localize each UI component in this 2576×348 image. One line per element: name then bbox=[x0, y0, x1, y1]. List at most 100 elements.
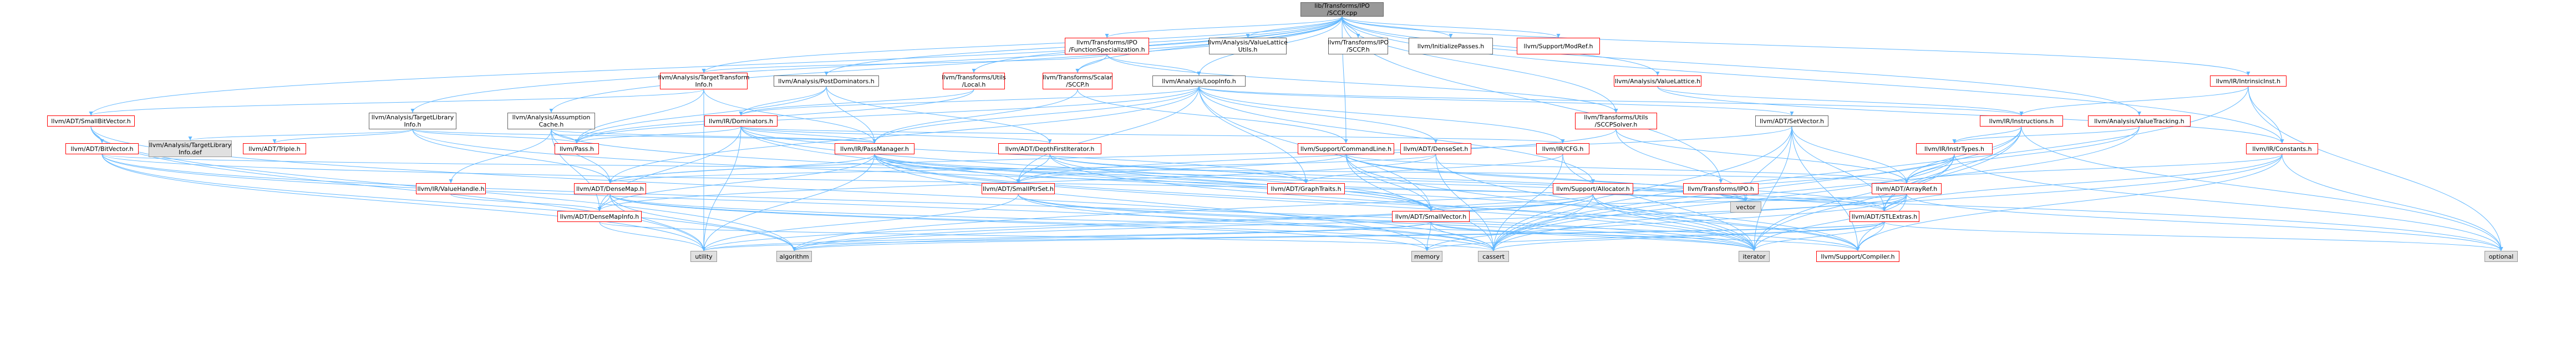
include-edge bbox=[1952, 126, 2022, 144]
include-edge bbox=[1198, 86, 1794, 116]
include-edge bbox=[1198, 86, 1438, 144]
node-stlextras[interactable]: llvm/ADT/STLExtras.h bbox=[1850, 211, 1919, 222]
node-densemap[interactable]: llvm/ADT/DenseMap.h bbox=[574, 183, 646, 194]
node-ipo-sccp[interactable]: llvm/Transforms/IPO /SCCP.h bbox=[1328, 38, 1389, 54]
include-edge bbox=[874, 154, 1756, 251]
include-edge bbox=[702, 194, 1019, 251]
node-loopinfo[interactable]: llvm/Analysis/LoopInfo.h bbox=[1152, 75, 1246, 87]
node-compiler[interactable]: llvm/Support/Compiler.h bbox=[1816, 251, 1899, 262]
include-edge bbox=[1342, 16, 1660, 76]
include-edge bbox=[1345, 154, 1433, 211]
include-edge bbox=[702, 221, 1431, 251]
node-cmdline[interactable]: llvm/Support/CommandLine.h bbox=[1298, 143, 1394, 154]
include-edge bbox=[1016, 154, 1347, 184]
include-edge bbox=[609, 194, 796, 251]
include-edge bbox=[1198, 86, 1308, 184]
include-edge bbox=[599, 221, 1496, 251]
node-bitvector[interactable]: llvm/ADT/BitVector.h bbox=[65, 143, 139, 154]
node-tti[interactable]: llvm/Analysis/TargetTransform Info.h bbox=[658, 73, 750, 89]
node-assumption[interactable]: llvm/Analysis/Assumption Cache.h bbox=[507, 113, 595, 129]
node-denseset[interactable]: llvm/ADT/DenseSet.h bbox=[1400, 143, 1471, 154]
include-edge bbox=[874, 154, 1433, 211]
node-valuehandle[interactable]: llvm/IR/ValueHandle.h bbox=[416, 183, 486, 194]
include-edge bbox=[1342, 16, 2284, 144]
node-root[interactable]: lib/Transforms/IPO /SCCP.cpp bbox=[1300, 2, 1384, 17]
node-allocator[interactable]: llvm/Support/Allocator.h bbox=[1553, 183, 1633, 194]
include-edge bbox=[89, 16, 1343, 116]
include-edge bbox=[1049, 154, 1433, 211]
include-edge bbox=[1593, 194, 1756, 251]
node-modref[interactable]: llvm/Support/ModRef.h bbox=[1517, 38, 1600, 54]
node-tli-def: llvm/Analysis/TargetLibrary Info.def bbox=[149, 140, 232, 157]
include-edge bbox=[1904, 126, 2140, 184]
node-graphtraits[interactable]: llvm/ADT/GraphTraits.h bbox=[1267, 183, 1345, 194]
include-edge bbox=[1593, 194, 1860, 251]
include-edge bbox=[1342, 16, 1348, 144]
include-edge bbox=[1491, 126, 2140, 251]
node-sccpsolver[interactable]: llvm/Transforms/Utils /SCCPSolver.h bbox=[1575, 113, 1657, 129]
node-initpasses[interactable]: llvm/InitializePasses.h bbox=[1409, 38, 1493, 54]
include-edge bbox=[872, 89, 1078, 144]
node-triple[interactable]: llvm/ADT/Triple.h bbox=[243, 143, 306, 154]
include-edge bbox=[1342, 16, 1618, 113]
node-postdom[interactable]: llvm/Analysis/PostDominators.h bbox=[774, 75, 879, 87]
include-edge bbox=[1342, 16, 2141, 116]
node-cassert: cassert bbox=[1478, 251, 1509, 262]
include-edge bbox=[1430, 221, 1496, 251]
include-edge bbox=[1246, 16, 1343, 38]
node-dominators[interactable]: llvm/IR/Dominators.h bbox=[704, 115, 778, 127]
include-edge bbox=[1018, 194, 1496, 251]
include-edge bbox=[1904, 154, 2283, 184]
include-edge bbox=[1856, 154, 2283, 251]
include-edge bbox=[1491, 154, 2283, 251]
include-edge bbox=[1884, 221, 2503, 251]
node-tu-local[interactable]: llvm/Transforms/Utils /Local.h bbox=[942, 73, 1006, 89]
node-smallbitvector[interactable]: llvm/ADT/SmallBitVector.h bbox=[47, 115, 135, 127]
node-densemapinfo[interactable]: llvm/ADT/DenseMapInfo.h bbox=[557, 211, 642, 222]
include-edge bbox=[874, 154, 1887, 211]
node-intrinsicinst[interactable]: llvm/IR/IntrinsicInst.h bbox=[2210, 75, 2287, 87]
node-scalar-sccp[interactable]: llvm/Transforms/Scalar /SCCP.h bbox=[1043, 73, 1112, 89]
node-cfg[interactable]: llvm/IR/CFG.h bbox=[1536, 143, 1589, 154]
include-edge bbox=[1430, 221, 1756, 251]
node-instrtypes[interactable]: llvm/IR/InstrTypes.h bbox=[1916, 143, 1993, 154]
node-vlu[interactable]: llvm/Analysis/ValueLattice Utils.h bbox=[1208, 38, 1288, 54]
include-edge bbox=[410, 16, 1343, 113]
node-valuetracking[interactable]: llvm/Analysis/ValueTracking.h bbox=[2088, 115, 2191, 127]
include-edge bbox=[1657, 86, 2024, 116]
include-edge bbox=[101, 154, 796, 251]
include-edge bbox=[101, 154, 1908, 184]
node-smallptrset[interactable]: llvm/ADT/SmallPtrSet.h bbox=[982, 183, 1055, 194]
node-passmanager[interactable]: llvm/IR/PassManager.h bbox=[835, 143, 914, 154]
include-edge bbox=[1904, 154, 1955, 184]
node-ipo-h[interactable]: llvm/Transforms/IPO.h bbox=[1683, 183, 1759, 194]
include-edge bbox=[702, 126, 741, 251]
node-vlattice[interactable]: llvm/Analysis/ValueLattice.h bbox=[1614, 75, 1701, 87]
include-edge bbox=[412, 129, 612, 184]
node-instructions[interactable]: llvm/IR/Instructions.h bbox=[1980, 115, 2063, 127]
node-smallvector[interactable]: llvm/ADT/SmallVector.h bbox=[1392, 211, 1470, 222]
include-edge bbox=[1018, 194, 1756, 251]
include-edge bbox=[1425, 221, 1431, 251]
include-edge bbox=[412, 129, 877, 144]
node-optional: optional bbox=[2484, 251, 2518, 262]
node-tli[interactable]: llvm/Analysis/TargetLibrary Info.h bbox=[369, 113, 456, 129]
include-edge bbox=[450, 194, 602, 211]
include-edge bbox=[1752, 154, 1955, 251]
node-setvector[interactable]: llvm/ADT/SetVector.h bbox=[1755, 115, 1828, 127]
node-pass[interactable]: llvm/Pass.h bbox=[555, 143, 599, 154]
node-ipo-funcspec[interactable]: llvm/Transforms/IPO /FunctionSpecializat… bbox=[1065, 38, 1149, 54]
include-edge bbox=[1075, 54, 1107, 73]
include-edge bbox=[740, 126, 1564, 144]
include-edge bbox=[1856, 194, 1907, 251]
include-edge bbox=[551, 129, 602, 211]
include-edge bbox=[1752, 221, 1885, 251]
include-edge bbox=[608, 154, 1436, 184]
node-arrayref[interactable]: llvm/ADT/ArrayRef.h bbox=[1872, 183, 1942, 194]
include-edge bbox=[740, 126, 1052, 144]
include-edge bbox=[702, 54, 1107, 73]
node-dfi[interactable]: llvm/ADT/DepthFirstIterator.h bbox=[998, 143, 1101, 154]
include-edge bbox=[1342, 16, 1561, 38]
node-constants[interactable]: llvm/IR/Constants.h bbox=[2246, 143, 2318, 154]
include-edge bbox=[702, 154, 875, 251]
